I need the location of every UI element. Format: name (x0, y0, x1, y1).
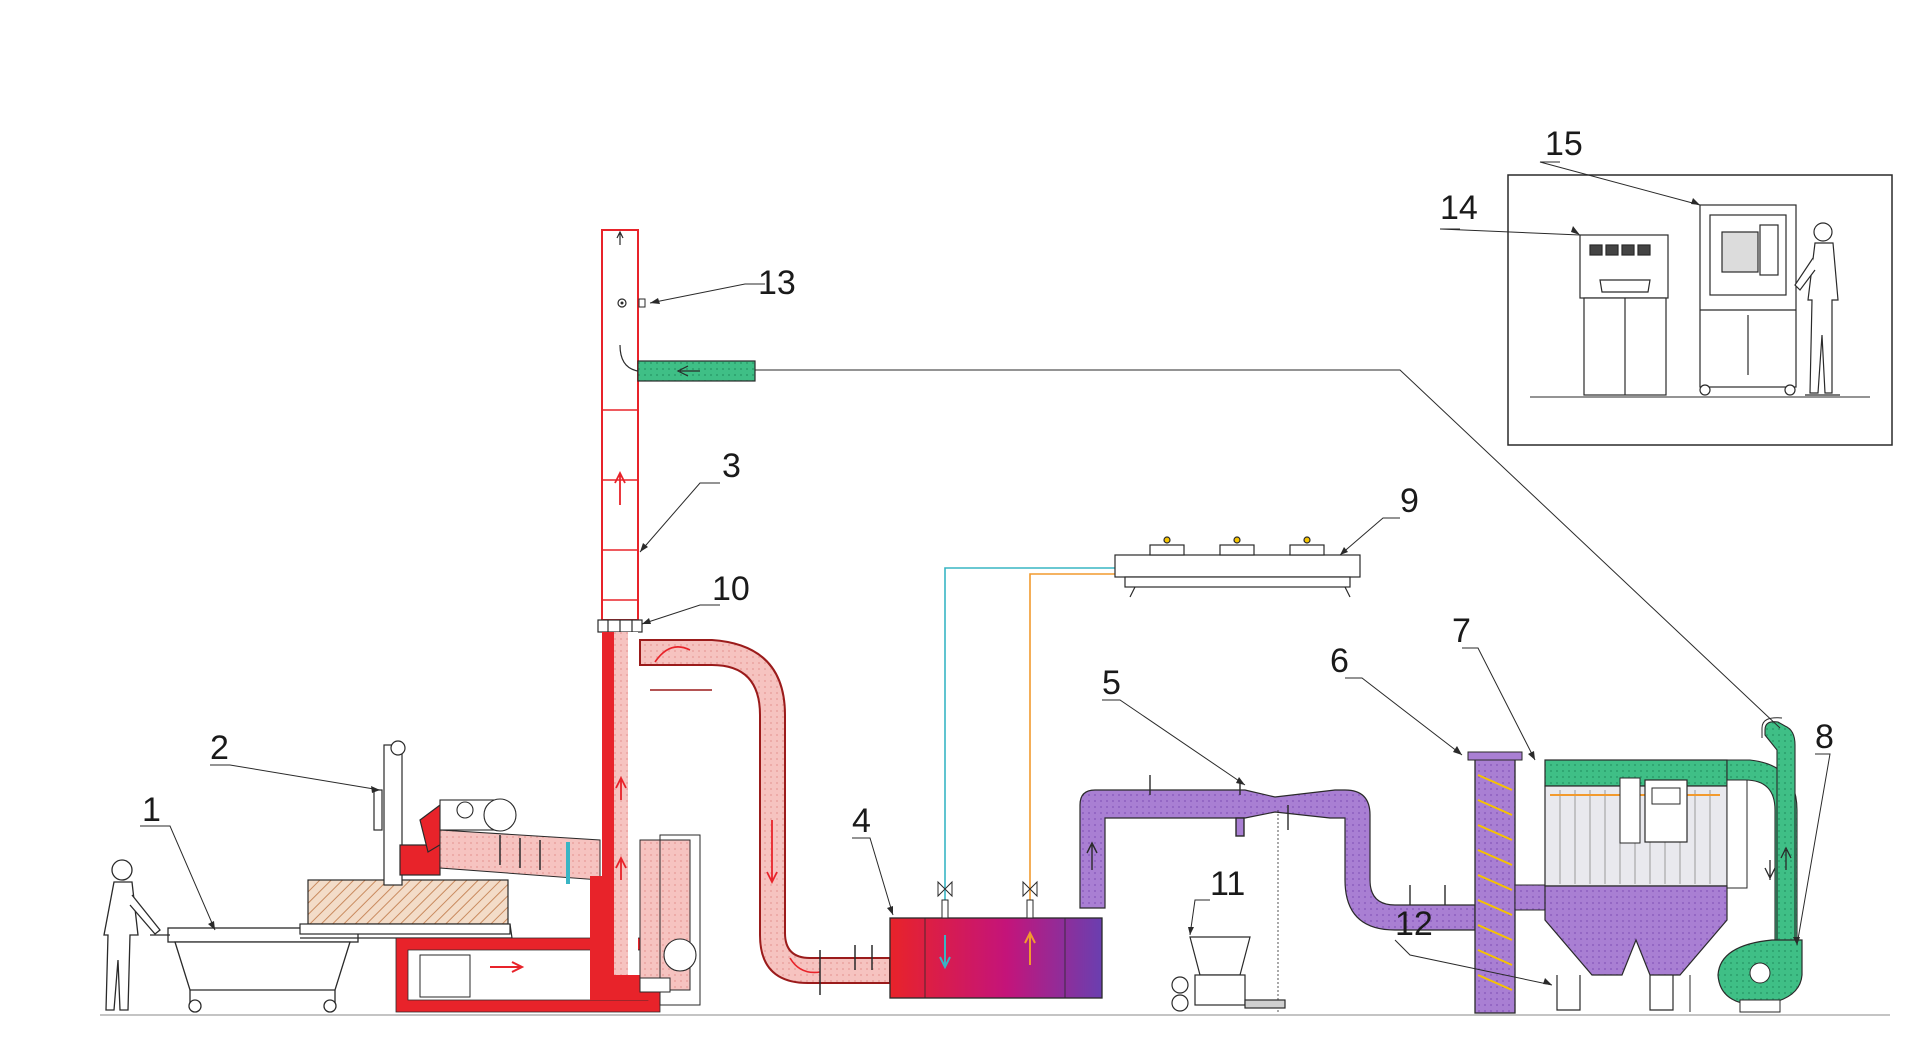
bag-filter (1544, 759, 1748, 1012)
label-1: 1 (142, 791, 161, 829)
operator-figure (103, 859, 161, 1011)
label-4: 4 (852, 802, 871, 840)
dry-cooler (1114, 536, 1361, 598)
label-13: 13 (758, 264, 796, 302)
sorbent-dosing-unit (1171, 936, 1286, 1012)
leader-arrowheads (208, 198, 1800, 985)
reaction-column-spiral (1477, 774, 1513, 991)
chimney-stack (601, 229, 646, 621)
label-5: 5 (1102, 664, 1121, 702)
control-cabinet (1579, 234, 1669, 396)
label-14: 14 (1440, 189, 1478, 227)
label-10: 10 (712, 570, 750, 608)
water-valves (937, 880, 1038, 919)
flue-duct-probes (819, 945, 873, 995)
operator-console (1699, 204, 1797, 396)
cold-water-arrow (939, 935, 951, 970)
recirculation-line (755, 369, 1781, 729)
label-8: 8 (1815, 718, 1834, 756)
thermocouples (499, 835, 541, 870)
hot-water-line (1029, 573, 1115, 918)
label-9: 9 (1400, 482, 1419, 520)
cremator-chamber (299, 879, 513, 939)
burner-fan (439, 798, 517, 832)
control-room-operator (1794, 222, 1840, 396)
label-12: 12 (1395, 905, 1433, 943)
cremator-door (419, 954, 471, 998)
label-15: 15 (1545, 125, 1583, 163)
cooled-duct-probes (1149, 775, 1446, 905)
hot-water-arrow (1024, 930, 1036, 965)
cooled-gas-duct (1079, 789, 1476, 931)
label-6: 6 (1330, 642, 1349, 680)
label-3: 3 (722, 447, 741, 485)
cold-water-line (944, 567, 1115, 918)
reaction-column (1474, 754, 1516, 1014)
heat-exchanger (889, 917, 1103, 999)
column-outlet (1514, 884, 1546, 911)
leader-lines (140, 161, 1831, 986)
transport-cart (150, 927, 359, 1013)
label-2: 2 (210, 729, 229, 767)
label-7: 7 (1452, 612, 1471, 650)
stack-damper (597, 619, 643, 633)
burner-assembly (373, 740, 449, 886)
label-11: 11 (1210, 865, 1245, 903)
flow-arrow-lower (490, 961, 525, 973)
recuperator-fan (663, 938, 697, 972)
id-fan-outlet (1764, 721, 1796, 961)
